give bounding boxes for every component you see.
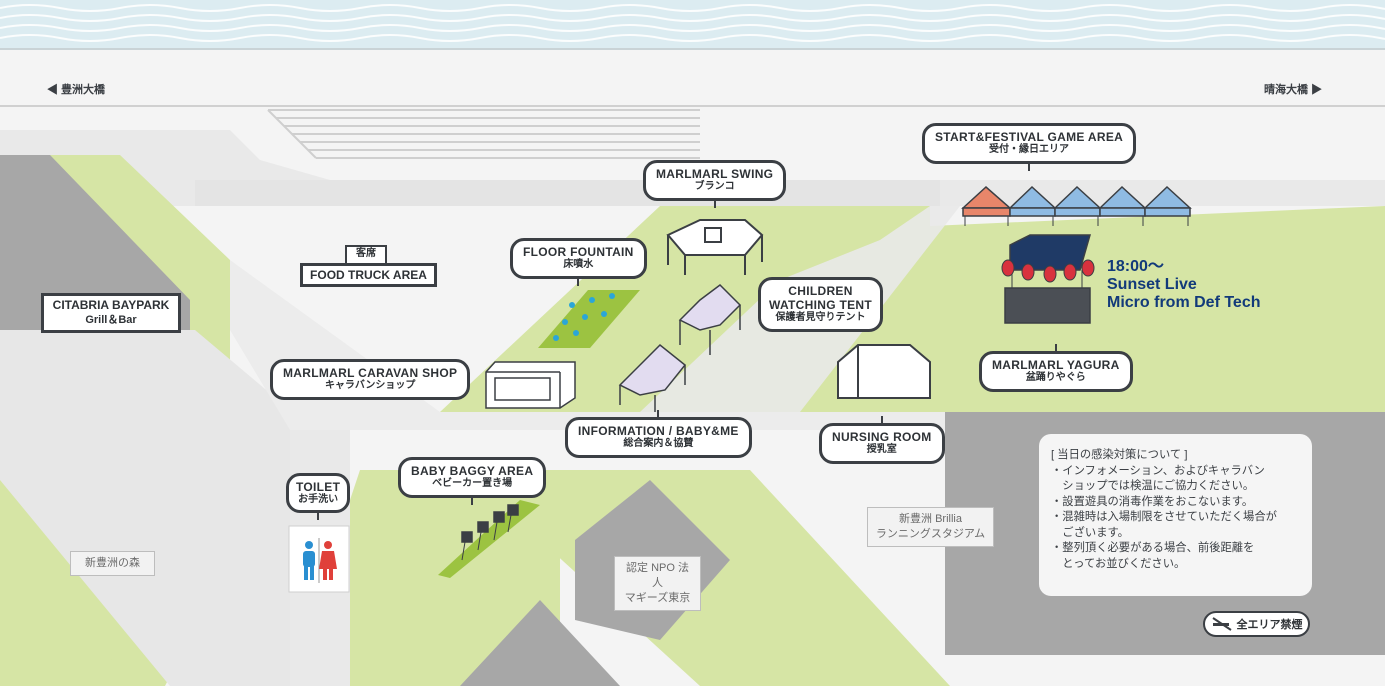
road-sign-right: 晴海大橋 ▶ <box>1264 84 1323 96</box>
fountain-icon <box>553 293 615 341</box>
notice-title: [ 当日の感染対策について ] <box>1051 449 1188 461</box>
no-smoking-icon <box>1211 617 1232 631</box>
nursing-room-icon <box>837 344 931 399</box>
blue-tent-valance <box>1054 207 1101 217</box>
live-time: 18:00〜 <box>1107 258 1164 275</box>
sunset-live-info: 18:00〜 Sunset Live Micro from Def Tech <box>1107 258 1261 312</box>
maggies-label: 認定 NPO 法人マギーズ東京 <box>614 556 701 611</box>
fountain-area <box>538 290 640 348</box>
road-sign-left: ◀ 豊洲大橋 <box>47 84 106 96</box>
blue-tents-icon <box>1008 185 1192 226</box>
blue-tent-valance <box>1099 207 1146 217</box>
stairs <box>267 109 700 159</box>
notice-line: ・整列頂く必要がある場合、前後距離を <box>1051 542 1255 554</box>
yagura-icon <box>1001 234 1095 324</box>
live-title: Sunset Live <box>1107 276 1197 293</box>
live-artist: Micro from Def Tech <box>1107 294 1261 311</box>
notice-line: ございます。 <box>1051 526 1129 539</box>
notice-line: ショップでは検温にご協力ください。 <box>1051 480 1255 492</box>
notice-line: とってお並びください。 <box>1051 557 1186 570</box>
food-truck-seating-label: 客席 <box>345 245 387 265</box>
blue-tent-valance <box>1144 207 1191 217</box>
notice-line: ・設置遊具の消毒作業をおこないます。 <box>1051 495 1254 508</box>
infection-measures-notice: [ 当日の感染対策について ] ・インフォメーション、およびキャラバン ショップ… <box>1039 434 1312 596</box>
stroller-icons <box>461 504 519 561</box>
children-tent-icon <box>678 284 742 355</box>
forest-label: 新豊洲の森 <box>70 551 155 576</box>
toilet-icon <box>303 538 337 583</box>
caravan-icon <box>485 361 576 409</box>
notice-line: ・混雑時は入場制限をさせていただく場合が <box>1051 511 1277 523</box>
notice-line: ・インフォメーション、およびキャラバン <box>1051 464 1265 477</box>
no-smoking-badge: 全エリア禁煙 <box>1203 611 1310 637</box>
blue-tent-valance <box>1009 207 1056 217</box>
swing-icon <box>666 219 764 275</box>
info-tent-icon <box>618 343 687 412</box>
food-truck-area-label[interactable]: FOOD TRUCK AREA <box>300 263 437 287</box>
baggy-area <box>438 500 540 578</box>
